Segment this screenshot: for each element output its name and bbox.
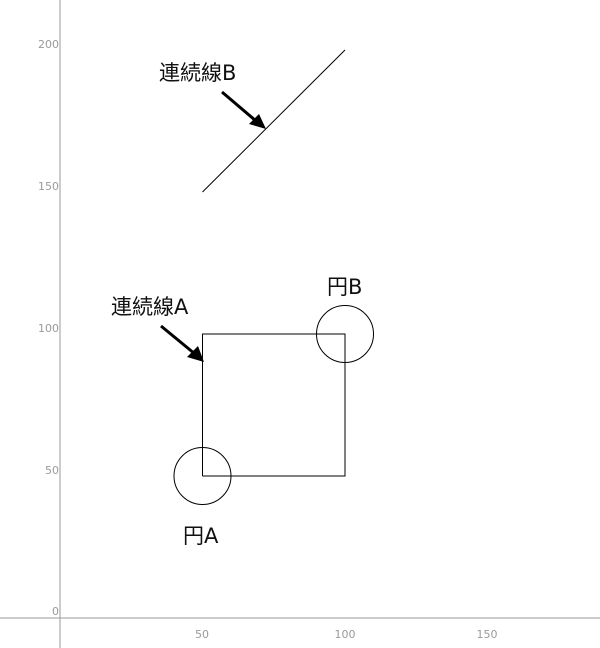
polyline-a	[202, 333, 346, 477]
y-tick-label-150: 150	[38, 180, 59, 193]
circle-b	[316, 305, 374, 363]
label-circle-b: 円B	[327, 275, 362, 299]
label-circle-a: 円A	[183, 524, 219, 548]
y-tick-label-100: 100	[38, 322, 59, 335]
y-tick-label-200: 200	[38, 38, 59, 51]
x-tick-label-50: 50	[195, 628, 209, 641]
arrow-to-polyline-a	[160, 324, 204, 362]
polyline-b	[202, 49, 346, 193]
x-tick-label-100: 100	[335, 628, 356, 641]
label-polyline-a: 連続線A	[111, 295, 189, 319]
circle-a	[173, 447, 232, 505]
y-tick-label-0: 0	[52, 605, 59, 618]
x-tick-label-150: 150	[477, 628, 498, 641]
y-tick-label-50: 50	[45, 464, 59, 477]
label-polyline-b: 連続線B	[159, 61, 236, 85]
arrow-to-polyline-b	[221, 90, 266, 129]
